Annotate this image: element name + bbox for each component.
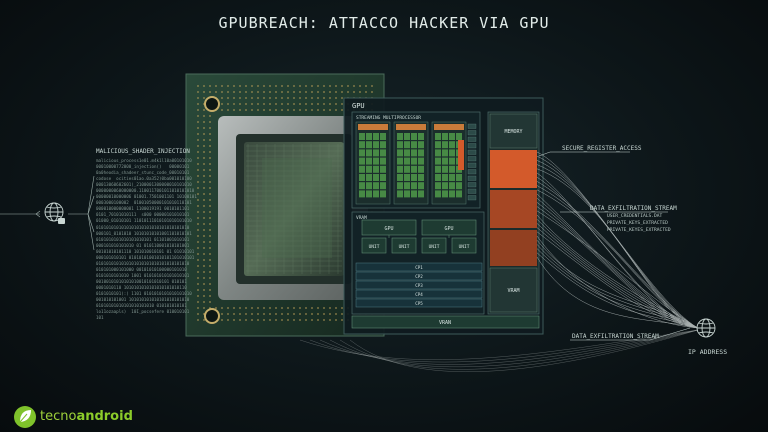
input-lines (0, 175, 95, 251)
exfil-stream-bottom-label: DATA_EXFILTRATION_STREAM (572, 333, 659, 340)
memory-column: MEMORY VRAM (487, 111, 540, 315)
code-line: malicious_process1e01.m4k1l10a00101010 (96, 158, 192, 163)
cp-row-label: CP1 (415, 265, 423, 270)
watermark-part1: tecno (40, 409, 77, 424)
exfil-item: PRIVATE_KEYS_EXTRACTED (607, 221, 668, 226)
streaming-multiprocessor: STREAMING MULTIPROCESSOR (351, 111, 481, 209)
unit-label: UNIT (399, 244, 410, 250)
cp-rows: CP1 CP2 CP3 CP4 CP5 (355, 262, 483, 308)
code-line: 0101_70101010111 s000 00000101010101 (96, 212, 190, 218)
secure-register-label: SECURE_REGISTER_ACCESS (562, 145, 642, 152)
callout-lines (538, 151, 691, 341)
gpu-unit-label: GPU (384, 226, 393, 232)
code-line: 00010000772000_injection() 00000101 (96, 164, 190, 170)
cp-row-label: CP5 (415, 301, 423, 306)
code-line: 00101010101110 101010010101 01 01010101 (96, 248, 195, 254)
code-line: 0101010101010 1001 010101010101010101 (96, 272, 190, 278)
page-title: GPUBREACH: ATTACCO HACKER VIA GPU (218, 14, 550, 32)
gpu-unit-label: GPU (444, 226, 453, 232)
ip-address-label: IP ADDRESS (688, 348, 728, 356)
code-line: codose ocities01ao.0a352)0ba001010100 (96, 176, 192, 182)
code-line: 01000_01010101 11010111010101010101010 (96, 218, 192, 224)
code-line: 000101010101010 01 010110001010101001 (96, 242, 190, 248)
exfiltration-streams (299, 151, 699, 372)
globe-icon (696, 318, 716, 338)
gpu-schematic-panel: GPU STREAMING MULTIPROCESSOR VRAM GPU UN… (343, 97, 544, 335)
cp-row-label: CP2 (415, 274, 423, 279)
globe-icon (44, 202, 65, 224)
unit-label: UNIT (429, 244, 440, 250)
code-line: 0101010101010101010101010101010101010 (96, 260, 190, 266)
code-line: lo11ozaapls) 10I_pocsefere 010010101 (96, 309, 190, 315)
cp-row (355, 271, 483, 281)
vram-right-label: VRAM (507, 288, 519, 294)
cp-row (355, 280, 483, 290)
code-line: 00013060602601)_2100001300000010101010 (96, 182, 192, 188)
gpu-unit-right: GPU UNIT UNIT (421, 219, 477, 254)
vram-bottom-label: VRAN (439, 320, 451, 326)
cp-row (355, 298, 483, 308)
cp-row-label: CP3 (415, 283, 423, 288)
code-line: 001010101001 101010101010101010101010 (96, 297, 190, 303)
cp-row (355, 289, 483, 299)
memory-label: MEMORY (504, 129, 522, 135)
code-line: 101 (96, 315, 104, 321)
code-line: 000101_0101010 10101010101001101010101 (96, 230, 192, 236)
exfil-item: USER_CREDENTIALS.DAT (607, 214, 663, 219)
code-line: 0a0heodia_shadeer_stunc_code_00010101 (96, 170, 190, 176)
code-line: 000101010101 01010101001010101101010101 (96, 254, 195, 260)
vram-header-label: VRAM (356, 215, 367, 221)
code-line: 0003000100002 01001050000101010110101 (96, 200, 192, 206)
code-line: 010101000101000 00101010100000101010 (96, 266, 187, 272)
unit-label: UNIT (369, 244, 380, 250)
cp-row-label: CP4 (415, 292, 423, 297)
gpu-unit-left: GPU UNIT UNIT (361, 219, 417, 254)
code-line: 0101010101010101010101 01101001010101 (96, 236, 190, 242)
watermark-text: tecnoandroid (40, 409, 133, 424)
malicious-shader-label: MALICIOUS_SHADER_INJECTION (96, 148, 190, 155)
code-line: 00000010000006 01001.7501001101 10100101 (96, 194, 197, 200)
gpu-label: GPU (352, 102, 365, 110)
exfil-stream-top-label: DATA_EXFILTRATION_STREAM (590, 205, 677, 212)
secure-register-block (490, 150, 537, 188)
code-line: 00100101010101010010101010101 010101 (96, 278, 187, 284)
watermark-part2: android (76, 409, 133, 424)
cp-row (355, 262, 483, 272)
vram-block: VRAM GPU UNIT UNIT GPU UNIT UNIT (351, 211, 485, 315)
sm-core-cluster (393, 121, 429, 205)
code-line: 0000000060000000.1100117001011010101010 (96, 188, 195, 194)
vram-bottom-bar (351, 315, 540, 329)
code-line: 0101010101(:) 1101 0101010101010101010 (96, 291, 192, 297)
unit-label: UNIT (459, 244, 470, 250)
code-line: 01010101010101010101010 010101010101 (96, 303, 187, 309)
sm-core-cluster (355, 121, 391, 205)
code-line: 000010000000001 1100019191 0010101101 (96, 206, 190, 212)
exfil-item: PRIVATE_KEYES_EXTRACTED (607, 228, 671, 233)
code-line: 0001010110 1010101010101010101010110 (96, 284, 187, 290)
leaf-logo-icon (14, 406, 36, 428)
code-line: 0101010101010101010101010101010101010 (96, 224, 190, 230)
sm-label: STREAMING MULTIPROCESSOR (356, 115, 421, 121)
